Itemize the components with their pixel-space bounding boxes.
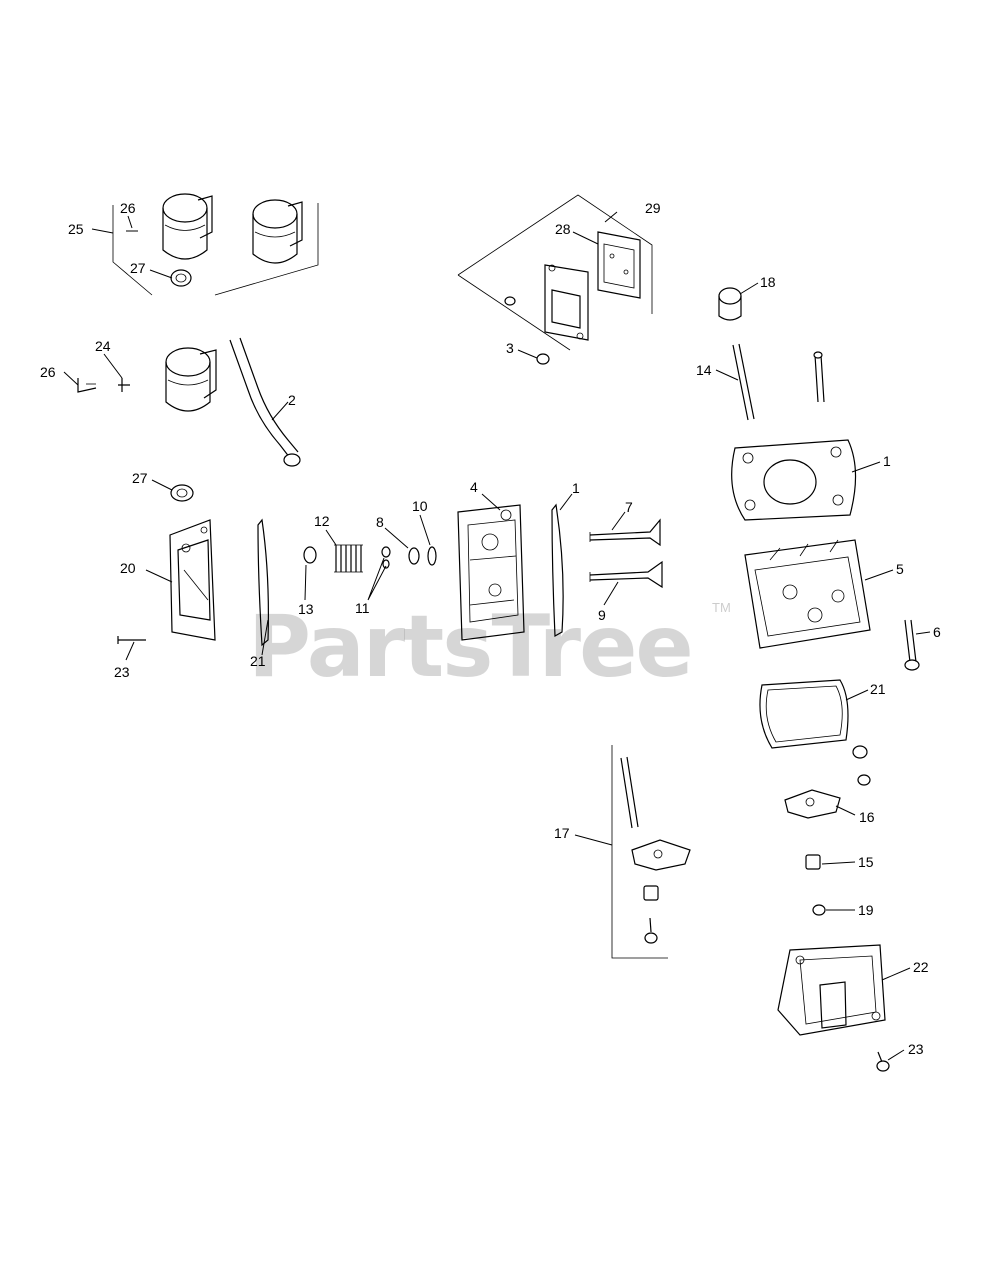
- part-pushrod-second[interactable]: [813, 351, 825, 403]
- callout-9[interactable]: 9: [598, 607, 606, 623]
- callout-4[interactable]: 4: [470, 479, 478, 495]
- callout-13[interactable]: 13: [298, 601, 314, 617]
- callout-28[interactable]: 28: [555, 221, 571, 237]
- part-23-screw-left[interactable]: [117, 636, 146, 644]
- callout-26-top[interactable]: 26: [120, 200, 136, 216]
- part-20-valve-cover[interactable]: [169, 519, 216, 641]
- part-group-29-bracket: [457, 194, 653, 351]
- part-13-retainer[interactable]: [303, 546, 317, 564]
- callout-25[interactable]: 25: [68, 221, 84, 237]
- part-9-exhaust-valve[interactable]: [589, 560, 663, 589]
- callout-1-right[interactable]: 1: [883, 453, 891, 469]
- part-10-rotator[interactable]: [427, 546, 437, 566]
- part-breather-small-nut[interactable]: [504, 296, 516, 306]
- part-small-nuts-right[interactable]: [852, 745, 871, 786]
- part-8-seal[interactable]: [408, 547, 420, 565]
- callout-19[interactable]: 19: [858, 902, 874, 918]
- callout-21-left[interactable]: 21: [250, 653, 266, 669]
- callout-21-right[interactable]: 21: [870, 681, 886, 697]
- watermark-trademark: TM: [712, 600, 731, 615]
- part-3-screw[interactable]: [536, 353, 550, 365]
- part-4-cylinder-head-left[interactable]: [457, 504, 525, 641]
- callout-7[interactable]: 7: [625, 499, 633, 515]
- part-17-pushrod[interactable]: [620, 756, 639, 829]
- callout-29[interactable]: 29: [645, 200, 661, 216]
- part-5-cylinder-head-right[interactable]: [744, 539, 871, 649]
- callout-3[interactable]: 3: [506, 340, 514, 356]
- callout-27-mid[interactable]: 27: [132, 470, 148, 486]
- callout-16[interactable]: 16: [859, 809, 875, 825]
- callout-1-left[interactable]: 1: [572, 480, 580, 496]
- callout-26-mid[interactable]: 26: [40, 364, 56, 380]
- part-27-grommet-top[interactable]: [170, 269, 192, 287]
- part-22-rocker-cover[interactable]: [777, 944, 886, 1036]
- leader-lines: [63, 211, 931, 1061]
- callout-12[interactable]: 12: [314, 513, 330, 529]
- part-21-gasket-left[interactable]: [257, 518, 269, 647]
- callout-23-left[interactable]: 23: [114, 664, 130, 680]
- callout-22[interactable]: 22: [913, 959, 929, 975]
- part-24-clamp[interactable]: [118, 378, 130, 392]
- part-16-rocker-arm[interactable]: [784, 789, 841, 819]
- callout-18[interactable]: 18: [760, 274, 776, 290]
- part-21-gasket-right[interactable]: [759, 679, 849, 749]
- part-filter-canister-right[interactable]: [252, 199, 303, 264]
- callout-6[interactable]: 6: [933, 624, 941, 640]
- part-19-nut[interactable]: [812, 904, 826, 916]
- part-1-head-gasket-left[interactable]: [551, 503, 564, 638]
- part-14-pushrod[interactable]: [732, 343, 755, 421]
- part-group-17-bracket: [611, 745, 668, 959]
- part-11-keepers[interactable]: [381, 546, 391, 569]
- part-15-pivot[interactable]: [805, 854, 821, 870]
- part-18-cap[interactable]: [718, 287, 742, 321]
- part-28-breather-cover[interactable]: [597, 231, 641, 299]
- callout-17[interactable]: 17: [554, 825, 570, 841]
- watermark-text: PartsTree: [248, 597, 692, 697]
- part-filter-canister-mid[interactable]: [165, 347, 217, 412]
- part-23-screw-right[interactable]: [876, 1051, 890, 1072]
- callout-11[interactable]: 11: [355, 600, 370, 616]
- part-27-grommet-mid[interactable]: [170, 484, 194, 502]
- callout-20[interactable]: 20: [120, 560, 136, 576]
- callout-14[interactable]: 14: [696, 362, 712, 378]
- callout-27-top[interactable]: 27: [130, 260, 146, 276]
- part-7-intake-valve[interactable]: [589, 518, 661, 547]
- part-breather-reed-plate[interactable]: [544, 264, 589, 341]
- callout-24[interactable]: 24: [95, 338, 111, 354]
- callout-23-right[interactable]: 23: [908, 1041, 924, 1057]
- part-filter-canister-left[interactable]: [162, 193, 213, 260]
- part-group-25-bracket: [112, 203, 319, 296]
- callout-8[interactable]: 8: [376, 514, 384, 530]
- part-17-rocker-arm[interactable]: [631, 839, 691, 871]
- callout-10[interactable]: 10: [412, 498, 428, 514]
- callout-2[interactable]: 2: [288, 392, 296, 408]
- part-12-spring[interactable]: [334, 544, 363, 573]
- callout-labels: 25 26 27 29 28 3 26 24 2 27 20 13 12 8 1…: [40, 200, 941, 1057]
- part-6-bolt[interactable]: [904, 619, 920, 671]
- part-1-head-gasket-right[interactable]: [731, 439, 857, 521]
- part-26-clip[interactable]: [77, 378, 97, 393]
- part-17-nut[interactable]: [644, 917, 658, 944]
- callout-15[interactable]: 15: [858, 854, 874, 870]
- callout-5[interactable]: 5: [896, 561, 904, 577]
- part-2-hose[interactable]: [229, 337, 301, 467]
- part-17-pivot[interactable]: [643, 885, 659, 901]
